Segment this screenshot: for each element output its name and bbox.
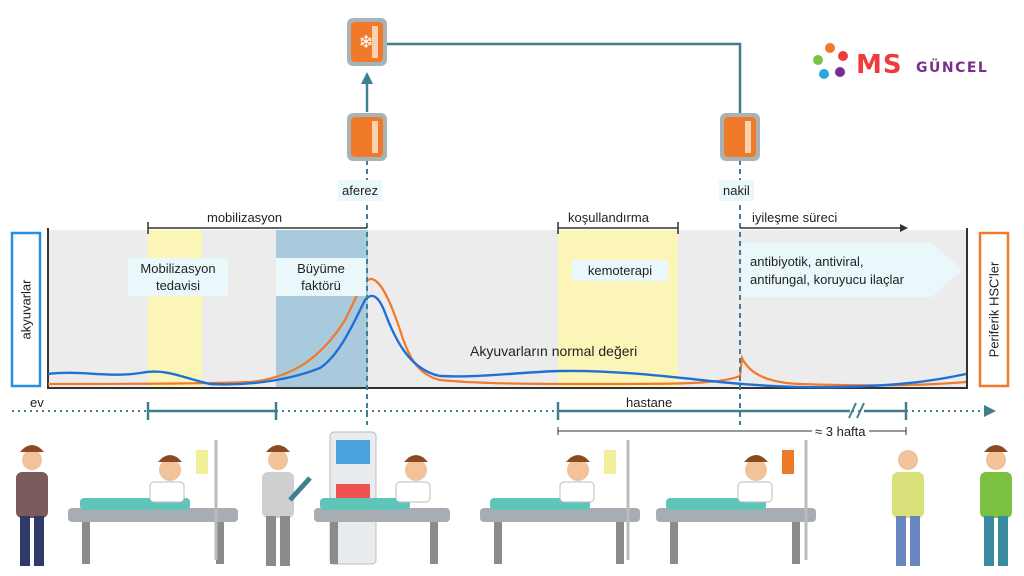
hospital-bed-icon: [314, 455, 450, 564]
snowflake-icon: ❄: [358, 32, 373, 53]
aferez-label: aferez: [338, 180, 383, 201]
mobilization-therapy-label: Mobilizasyon tedavisi: [128, 258, 228, 296]
mobilization-therapy-line2: tedavisi: [155, 278, 201, 293]
stem-cell-bag-icon: [347, 113, 387, 161]
periferik-box: [978, 231, 1010, 388]
drugs-line1: antibiyotik, antiviral,: [750, 254, 864, 269]
mobilizasyon-label: mobilizasyon: [207, 210, 283, 225]
hospital-bed-icon: [68, 440, 238, 564]
chemotherapy-band: [558, 230, 678, 388]
akyuvarlar-box: [10, 231, 42, 388]
hastane-label: hastane: [626, 395, 673, 410]
hospital-bed-icon: [656, 440, 816, 564]
logo-guncel: GÜNCEL: [916, 60, 989, 76]
hafta-label: ≈ 3 hafta: [812, 424, 869, 439]
drugs-arrow: [742, 243, 962, 297]
wbc-curve: [47, 294, 967, 389]
logo-icon: [813, 43, 848, 79]
iv-drip-icon: [782, 450, 794, 474]
growth-factor-band: [276, 230, 368, 388]
iyilesme-label: iyileşme süreci: [752, 210, 838, 225]
hospital-bed-icon: [480, 440, 640, 564]
person-icon: [980, 445, 1012, 566]
person-icon: [16, 445, 48, 566]
normal-value-label: Akyuvarların normal değeri: [470, 343, 638, 359]
stem-cell-bag-icon: [720, 113, 760, 161]
periferik-label: Periferik HSC'ler: [986, 261, 1002, 358]
akyuvarlar-label: akyuvarlar: [18, 279, 34, 340]
ev-label: ev: [30, 395, 44, 410]
person-icon: [892, 450, 924, 566]
nakil-label: nakil: [719, 180, 754, 201]
iv-drip-icon: [604, 450, 616, 474]
drugs-line2: antifungal, koruyucu ilaçlar: [750, 272, 904, 287]
syringe-icon: [288, 476, 312, 502]
drugs-label: antibiyotik, antiviral, antifungal, koru…: [750, 253, 904, 289]
person-icon: [262, 445, 294, 566]
growth-factor-line2: faktörü: [301, 278, 341, 293]
growth-factor-line1: Büyüme: [297, 261, 345, 276]
growth-factor-label: Büyüme faktörü: [276, 258, 366, 296]
logo-ms: MS: [856, 50, 903, 80]
stem-cell-bag-icon: ❄: [347, 18, 387, 66]
kosullandirma-label: koşullandırma: [568, 210, 649, 225]
mobilization-band: [148, 230, 202, 388]
chemotherapy-label: kemoterapi: [572, 260, 668, 281]
mobilization-therapy-line1: Mobilizasyon: [140, 261, 216, 276]
hsc-curve: [47, 277, 967, 387]
